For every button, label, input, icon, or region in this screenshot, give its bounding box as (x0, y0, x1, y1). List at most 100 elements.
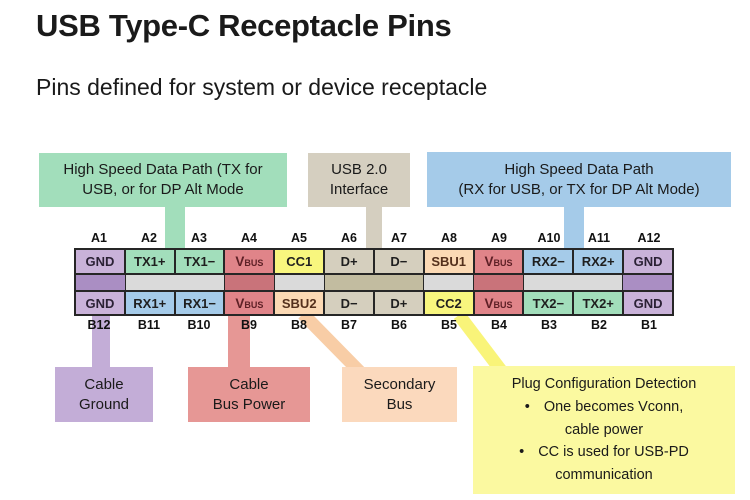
pin-number-a9: A9 (491, 231, 507, 245)
pin-number-b12: B12 (87, 318, 111, 332)
mid-seg-gnd-left (76, 275, 126, 290)
usb2-callout-stem (366, 205, 382, 251)
pin-a5-cc1: CC1 (275, 250, 326, 273)
pin-b6-dp: D+ (374, 292, 425, 314)
row-b-pin-numbers: B12 B11 B10 B9 B8 B7 B6 B5 B4 B3 B2 B1 (74, 318, 674, 332)
pin-a9-vbus: VBUS (474, 250, 525, 273)
pin-b9-label: VBUS (235, 295, 264, 311)
sbu-connector-line (298, 309, 365, 377)
pin-b4-label: VBUS (484, 295, 513, 311)
callout-cable-bus-power-line2: Bus Power (212, 395, 286, 413)
pin-a4-vbus: VBUS (225, 250, 276, 273)
vbus-callout-stem (228, 314, 250, 369)
pin-a1-gnd: GND (76, 250, 126, 273)
pin-b1-gnd: GND (624, 292, 672, 314)
pin-a12-label: GND (633, 254, 663, 269)
pin-a11-rx2p: RX2+ (574, 250, 625, 273)
callout-tx-line1: High Speed Data Path (TX for (63, 161, 263, 179)
pin-number-a3: A3 (191, 231, 207, 245)
pin-b5-cc2: CC2 (424, 292, 475, 314)
callout-usb2-line2: Interface (329, 181, 389, 198)
callout-usb2-interface: USB 2.0 Interface (308, 153, 410, 207)
pin-number-b5: B5 (441, 318, 457, 332)
pin-number-b2: B2 (591, 318, 607, 332)
callout-usb2-line1: USB 2.0 (331, 161, 387, 179)
pin-a4-label: VBUS (235, 254, 264, 269)
callout-cable-ground: Cable Ground (55, 367, 153, 422)
pin-b12-label: GND (85, 295, 115, 311)
pin-a2-label: TX1+ (134, 254, 166, 269)
pin-b3-label: TX2− (532, 295, 565, 311)
pin-number-b9: B9 (241, 318, 257, 332)
mid-seg-gray-1 (126, 275, 224, 290)
pin-b3-tx2n: TX2− (524, 292, 575, 314)
pin-number-b4: B4 (491, 318, 507, 332)
pin-a7-label: D− (390, 254, 408, 269)
pin-number-a12: A12 (637, 231, 661, 245)
pin-a8-sbu1: SBU1 (424, 250, 475, 273)
plug-config-bullet2-line2: communication (555, 467, 653, 484)
pin-b2-tx2p: TX2+ (574, 292, 625, 314)
pin-a5-label: CC1 (286, 254, 313, 269)
callout-secondary-bus: Secondary Bus (342, 367, 457, 422)
pin-b8-label: SBU2 (281, 295, 317, 311)
pin-number-b3: B3 (541, 318, 557, 332)
callout-tx-line2: USB, or for DP Alt Mode (82, 181, 244, 198)
callout-cable-bus-power: Cable Bus Power (188, 367, 310, 422)
plug-config-bullet1-line2: cable power (564, 421, 644, 438)
pin-b5-label: CC2 (435, 295, 462, 311)
pin-a9-label: VBUS (484, 254, 513, 269)
pin-number-a10: A10 (537, 231, 561, 245)
mid-seg-vbus-left (224, 275, 275, 290)
bullet-icon: • (519, 444, 525, 461)
pin-a3-label: TX1− (183, 254, 216, 269)
pin-b1-label: GND (633, 295, 663, 311)
pin-a1-label: GND (85, 254, 115, 269)
callout-rx-line1: High Speed Data Path (504, 160, 654, 178)
pin-number-b8: B8 (291, 318, 307, 332)
pin-b10-rx1n: RX1− (175, 292, 226, 314)
pin-number-a7: A7 (391, 231, 407, 245)
callout-secondary-bus-line1: Secondary (363, 375, 436, 393)
pin-a6-label: D+ (340, 254, 358, 269)
pin-a7-dn: D− (374, 250, 425, 273)
pin-number-a5: A5 (291, 231, 307, 245)
pin-number-b10: B10 (187, 318, 211, 332)
page-title: USB Type-C Receptacle Pins (36, 8, 452, 43)
pin-b10-label: RX1− (183, 295, 217, 311)
pin-number-b7: B7 (341, 318, 357, 332)
pin-a12-gnd: GND (624, 250, 672, 273)
pin-b7-dn: D− (325, 292, 375, 314)
pin-a8-label: SBU1 (431, 254, 467, 269)
callout-cable-bus-power-line1: Cable (229, 375, 269, 393)
plug-config-bullet2-line1: •CC is used for USB-PD (473, 441, 735, 464)
pin-number-a4: A4 (241, 231, 257, 245)
callout-tx-data-path: High Speed Data Path (TX for USB, or for… (39, 153, 287, 207)
pin-a11-label: RX2+ (581, 254, 615, 269)
pin-b8-sbu2: SBU2 (275, 292, 326, 314)
pin-number-b1: B1 (641, 318, 657, 332)
pin-number-a11: A11 (587, 231, 611, 245)
mid-seg-vbus-right (473, 275, 524, 290)
pin-number-b6: B6 (391, 318, 407, 332)
pin-b4-vbus: VBUS (474, 292, 525, 314)
pin-b11-label: RX1+ (133, 295, 167, 311)
pin-a10-label: RX2− (531, 254, 565, 269)
pin-a6-dp: D+ (325, 250, 375, 273)
callout-rx-data-path: High Speed Data Path (RX for USB, or TX … (427, 152, 731, 207)
mid-seg-gray-4 (524, 275, 622, 290)
pin-a3-tx1n: TX1− (175, 250, 226, 273)
callout-cable-ground-line2: Ground (78, 395, 130, 413)
plug-config-bullet1-line1: •One becomes Vconn, (473, 396, 735, 419)
pin-a2-tx1p: TX1+ (125, 250, 176, 273)
pin-b6-label: D+ (390, 295, 408, 311)
page-subtitle: Pins defined for system or device recept… (36, 74, 488, 100)
pin-number-a2: A2 (141, 231, 157, 245)
mid-seg-usb2 (324, 275, 424, 290)
pin-row-b: GND RX1+ RX1− VBUS SBU2 D− D+ CC2 VBUS T… (74, 290, 674, 316)
tx-callout-stem (165, 205, 185, 251)
pin-number-a8: A8 (441, 231, 457, 245)
row-a-pin-numbers: A1 A2 A3 A4 A5 A6 A7 A8 A9 A10 A11 A12 (74, 231, 674, 245)
